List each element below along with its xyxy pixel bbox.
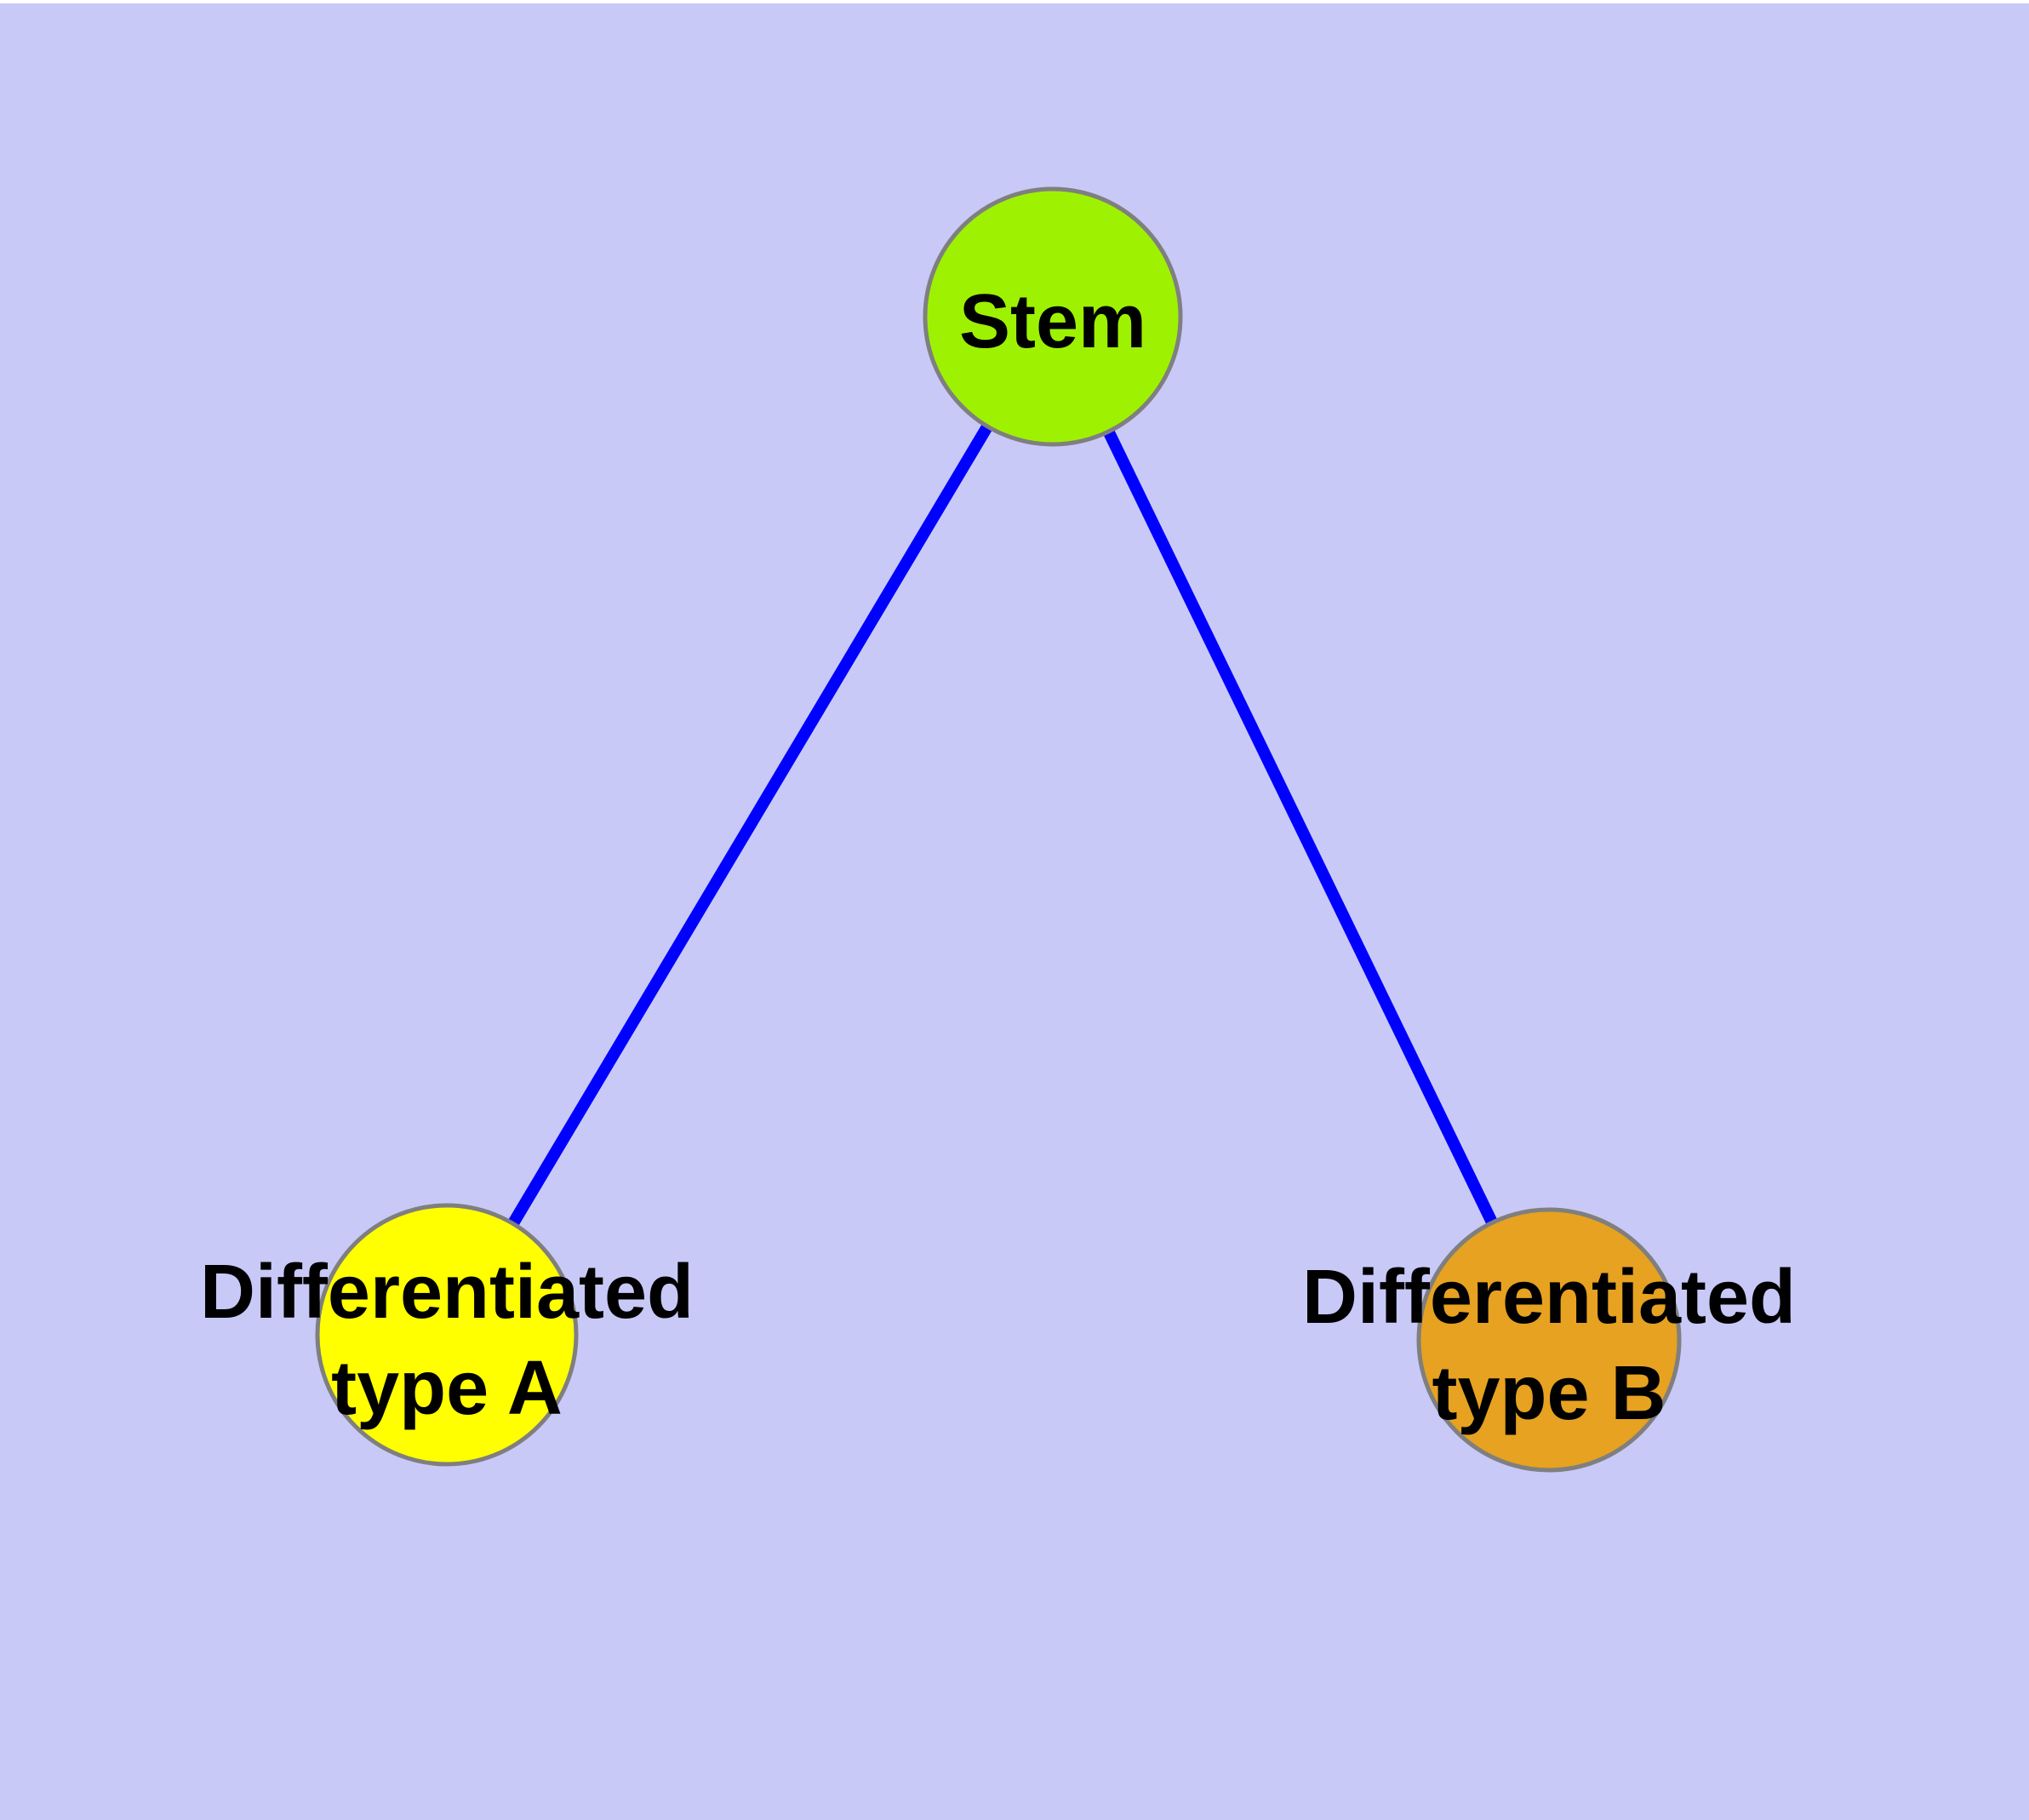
type-a-node-label-line1: Differentiated	[200, 1250, 694, 1335]
edge-stem-to-type-a	[441, 313, 1059, 1338]
type-a-node-label-line2: type A	[331, 1346, 563, 1431]
type-b-node	[1416, 1207, 1682, 1473]
stem-node	[923, 186, 1183, 447]
type-b-node-label-line1: Differentiated	[1302, 1255, 1796, 1340]
type-a-node	[315, 1203, 579, 1467]
stem-node-label: Stem	[959, 279, 1146, 364]
edge-stem-to-type-b	[1047, 313, 1555, 1343]
type-b-node-label-line2: type B	[1432, 1351, 1666, 1436]
